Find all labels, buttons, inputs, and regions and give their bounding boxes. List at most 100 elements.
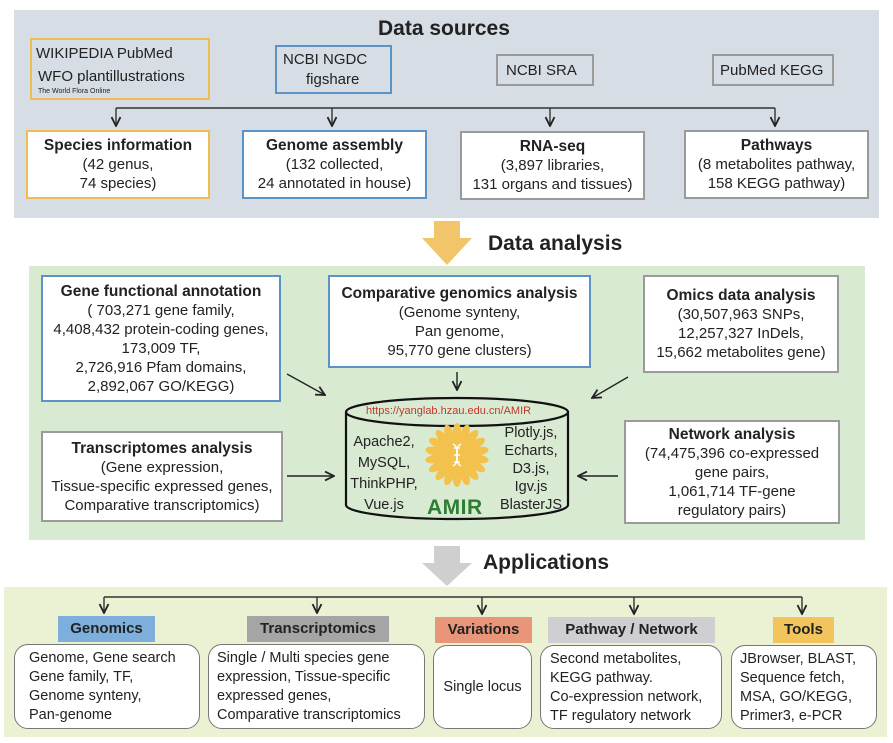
box-line: expressed genes, bbox=[217, 688, 332, 704]
box-line: Second metabolites, bbox=[550, 651, 682, 667]
box-line: (42 genus, bbox=[82, 156, 154, 173]
box-line: Primer3, e-PCR bbox=[740, 708, 843, 724]
source-box-wikipedia: WIKIPEDIA PubMed WFO plantillustrations … bbox=[30, 38, 210, 100]
box-title: Species information bbox=[43, 137, 193, 154]
transcriptomics-box: Single / Multi species gene expression, … bbox=[208, 644, 425, 729]
source-line: figshare bbox=[306, 71, 360, 88]
box-line: gene pairs, bbox=[694, 463, 770, 481]
box-line: Genome, Gene search bbox=[29, 650, 176, 666]
variations-tag: Variations bbox=[435, 617, 532, 643]
transcriptomics-tag: Transcriptomics bbox=[247, 616, 389, 642]
backend-stack: Apache2, MySQL, ThinkPHP, Vue.js bbox=[348, 432, 420, 516]
stack-item: MySQL, bbox=[357, 455, 411, 471]
box-line: (74,475,396 co-expressed bbox=[644, 444, 820, 462]
box-line: Pan genome, bbox=[414, 322, 505, 340]
box-line: JBrowser, BLAST, bbox=[740, 651, 857, 667]
box-line: (132 collected, bbox=[285, 156, 384, 173]
source-box-ncbi-ngdc: NCBI NGDC figshare bbox=[275, 45, 392, 94]
box-title: Comparative genomics analysis bbox=[341, 284, 578, 302]
database-url-link[interactable]: https://yanglab.hzau.edu.cn/AMIR bbox=[366, 405, 532, 417]
source-box-pubmed-kegg: PubMed KEGG bbox=[712, 54, 834, 86]
box-line: Genome synteny, bbox=[29, 688, 142, 704]
box-line: 74 species) bbox=[79, 175, 157, 192]
genome-assembly-box: Genome assembly (132 collected, 24 annot… bbox=[242, 130, 427, 199]
box-line: 2,892,067 GO/KEGG) bbox=[87, 377, 235, 395]
box-line: (Gene expression, bbox=[100, 458, 224, 476]
pathway-network-box: Second metabolites, KEGG pathway. Co-exp… bbox=[540, 645, 722, 729]
tools-box: JBrowser, BLAST, Sequence fetch, MSA, GO… bbox=[731, 645, 877, 729]
box-title: RNA-seq bbox=[519, 138, 586, 155]
box-line: MSA, GO/KEGG, bbox=[740, 689, 852, 705]
source-box-ncbi-sra: NCBI SRA bbox=[496, 54, 594, 86]
stack-item: D3.js, bbox=[512, 461, 550, 477]
stack-item: Igv.js bbox=[514, 479, 548, 495]
stack-item: Plotly.js, bbox=[504, 425, 558, 441]
box-title: Pathways bbox=[740, 137, 813, 154]
box-line: Single / Multi species gene bbox=[217, 650, 390, 666]
box-line: (3,897 libraries, bbox=[500, 157, 605, 174]
box-title: Gene functional annotation bbox=[60, 282, 262, 300]
box-title: Genome assembly bbox=[266, 137, 403, 154]
source-line: NCBI NGDC bbox=[283, 51, 368, 68]
pathway-network-tag: Pathway / Network bbox=[548, 617, 715, 643]
comparative-genomics-box: Comparative genomics analysis (Genome sy… bbox=[328, 275, 591, 368]
data-analysis-title: Data analysis bbox=[488, 232, 623, 255]
box-line: expression, Tissue-specific bbox=[217, 669, 391, 685]
box-line: 24 annotated in house) bbox=[257, 175, 412, 192]
box-line: 158 KEGG pathway) bbox=[707, 175, 846, 192]
genomics-box: Genome, Gene search Gene family, TF, Gen… bbox=[14, 644, 200, 729]
analysis-down-arrow-icon bbox=[422, 221, 472, 265]
box-line: 95,770 gene clusters) bbox=[387, 341, 532, 359]
box-line: regulatory pairs) bbox=[677, 501, 787, 519]
network-analysis-box: Network analysis (74,475,396 co-expresse… bbox=[624, 420, 840, 524]
box-line: Gene family, TF, bbox=[29, 669, 134, 685]
box-line: (Genome synteny, bbox=[398, 303, 521, 321]
omics-data-analysis-box: Omics data analysis (30,507,963 SNPs, 12… bbox=[643, 275, 839, 373]
pathways-box: Pathways (8 metabolites pathway, 158 KEG… bbox=[684, 130, 869, 199]
box-line: Comparative transcriptomics) bbox=[64, 496, 260, 514]
gene-functional-annotation-box: Gene functional annotation ( 703,271 gen… bbox=[41, 275, 281, 402]
data-sources-title: Data sources bbox=[378, 17, 510, 40]
box-line: 173,009 TF, bbox=[121, 339, 201, 357]
stack-item: Vue.js bbox=[364, 497, 404, 513]
stack-item: BlasterJS bbox=[499, 497, 563, 513]
box-line: (8 metabolites pathway, bbox=[697, 156, 856, 173]
source-subtitle: The World Flora Online bbox=[38, 88, 111, 95]
source-line: WFO plantillustrations bbox=[38, 68, 185, 85]
stack-item: ThinkPHP, bbox=[350, 476, 418, 492]
source-line: PubMed KEGG bbox=[720, 62, 824, 79]
box-line: 12,257,327 InDels, bbox=[678, 325, 804, 342]
rna-seq-box: RNA-seq (3,897 libraries, 131 organs and… bbox=[460, 131, 645, 200]
box-line: (30,507,963 SNPs, bbox=[677, 306, 805, 323]
box-line: 2,726,916 Pfam domains, bbox=[75, 358, 247, 376]
variations-box: Single locus bbox=[433, 645, 532, 729]
tools-tag: Tools bbox=[773, 617, 834, 643]
stack-item: Apache2, bbox=[353, 434, 415, 450]
box-line: TF regulatory network bbox=[550, 708, 692, 724]
box-line: Co-expression network, bbox=[550, 689, 703, 705]
source-line: NCBI SRA bbox=[506, 62, 577, 79]
box-line: 131 organs and tissues) bbox=[472, 176, 633, 193]
transcriptomes-analysis-box: Transcriptomes analysis (Gene expression… bbox=[41, 431, 283, 522]
box-line: Single locus bbox=[443, 678, 522, 695]
box-line: Tissue-specific expressed genes, bbox=[51, 477, 273, 495]
box-title: Transcriptomes analysis bbox=[71, 439, 253, 457]
box-line: Comparative transcriptomics bbox=[217, 707, 401, 723]
box-line: 15,662 metabolites gene) bbox=[656, 344, 826, 361]
box-line: 1,061,714 TF-gene bbox=[668, 482, 796, 500]
applications-title: Applications bbox=[483, 551, 610, 574]
box-line: Pan-genome bbox=[29, 707, 113, 723]
stack-item: Echarts, bbox=[504, 443, 558, 459]
amir-logo-text: AMIR bbox=[427, 496, 483, 519]
species-information-box: Species information (42 genus, 74 specie… bbox=[26, 130, 210, 199]
box-line: 4,408,432 protein-coding genes, bbox=[53, 320, 269, 338]
box-title: Omics data analysis bbox=[666, 287, 816, 304]
genomics-tag: Genomics bbox=[58, 616, 155, 642]
box-line: Sequence fetch, bbox=[740, 670, 845, 686]
box-line: KEGG pathway. bbox=[550, 670, 653, 686]
box-title: Network analysis bbox=[668, 425, 796, 443]
source-line: WIKIPEDIA PubMed bbox=[36, 45, 173, 62]
box-line: ( 703,271 gene family, bbox=[87, 301, 235, 319]
applications-down-arrow-icon bbox=[422, 546, 472, 586]
frontend-stack: Plotly.js, Echarts, D3.js, Igv.js Blaste… bbox=[496, 424, 566, 514]
